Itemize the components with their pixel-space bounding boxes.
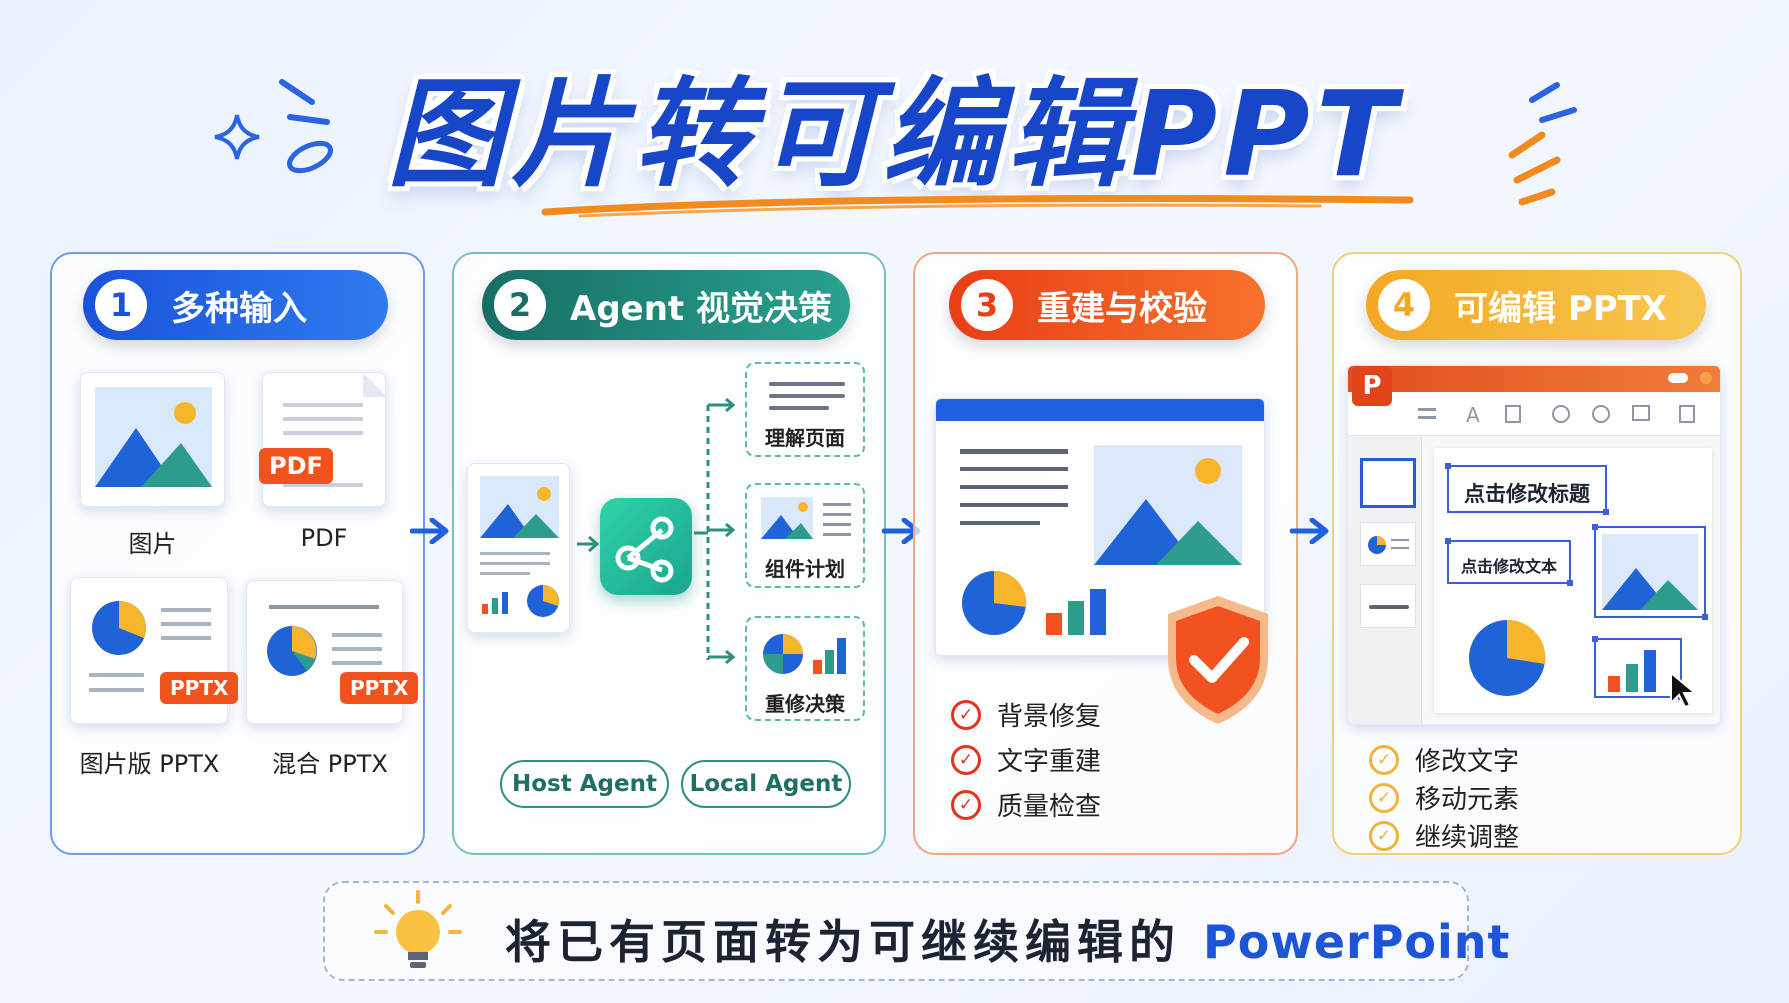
window-dot-icon[interactable]: [1700, 372, 1712, 384]
task-component-label: 组件计划: [765, 557, 845, 581]
powerpoint-logo-icon: P: [1352, 366, 1392, 406]
branch-connector: [694, 397, 736, 665]
slide-thumb[interactable]: [1360, 522, 1416, 566]
page-thumbnail-card: [467, 463, 570, 633]
sparkle-icon: [214, 114, 260, 160]
task-rework-decision: 重修决策: [745, 616, 865, 721]
check-label: 继续调整: [1415, 823, 1520, 853]
check-circle-icon: ✓: [951, 789, 981, 820]
image-icon: [761, 497, 851, 539]
check-text-rebuild: ✓ 文字重建: [951, 741, 1101, 778]
step-1-label: 多种输入: [171, 288, 307, 329]
arrow-right-icon: [410, 518, 449, 544]
check-circle-icon: ✓: [951, 744, 981, 775]
task-rework-label: 重修决策: [765, 692, 845, 716]
svg-text:A: A: [1466, 403, 1480, 427]
step-4-number: 4: [1378, 279, 1430, 331]
footer-text: 将已有页面转为可继续编辑的 PowerPoint: [505, 906, 1511, 972]
image-icon: [95, 387, 212, 487]
check-label: 文字重建: [997, 747, 1102, 777]
ribbon-toolbar: A: [1418, 403, 1695, 427]
pdf-input-label: PDF: [300, 524, 348, 552]
mixed-pptx-tag: PPTX: [340, 672, 419, 704]
image-input-card: [80, 372, 225, 507]
step-3-number: 3: [961, 279, 1013, 331]
mixed-pptx-label: 混合 PPTX: [272, 750, 388, 778]
bar-chart-icon: [1608, 650, 1656, 692]
step-2-label: Agent 视觉决策: [570, 288, 833, 329]
rebuilt-slide-preview: [960, 445, 1242, 635]
slide-thumb[interactable]: [1360, 584, 1416, 628]
swoosh-left-icon: [279, 79, 333, 174]
check-move-elements: ✓ 移动元素: [1369, 779, 1519, 816]
pie-chart-icon: [89, 601, 211, 692]
check-edit-text: ✓ 修改文字: [1369, 741, 1519, 778]
image-input-label: 图片: [128, 530, 177, 558]
editable-text-box[interactable]: 点击修改文本: [1445, 538, 1573, 586]
check-quality: ✓ 质量检查: [951, 786, 1101, 823]
check-label: 修改文字: [1415, 747, 1520, 777]
check-label: 质量检查: [997, 792, 1102, 822]
check-circle-icon: ✓: [1369, 820, 1399, 851]
check-label: 背景修复: [997, 702, 1102, 732]
check-background-repair: ✓ 背景修复: [951, 696, 1101, 733]
window-toggle-icon[interactable]: [1668, 373, 1688, 383]
check-label: 移动元素: [1415, 785, 1520, 815]
step-4-label: 可编辑 PPTX: [1454, 288, 1668, 329]
swoosh-right-icon: [1508, 82, 1577, 206]
image-icon: [1602, 534, 1698, 610]
pie-chart-icon: [267, 605, 382, 676]
pie-chart-icon: [1368, 536, 1409, 554]
image-pptx-tag: PPTX: [160, 672, 239, 704]
agent-node-icon: [600, 498, 692, 595]
pdf-tag: PDF: [259, 448, 333, 484]
footer-main-text: 将已有页面转为可继续编辑的: [505, 915, 1181, 969]
shield-check-icon: [1168, 596, 1268, 724]
arrow-right-icon: [1290, 518, 1329, 544]
step-1-pill: 1 多种输入: [83, 270, 388, 340]
step-3-label: 重建与校验: [1037, 288, 1207, 329]
cursor-icon: [1670, 670, 1698, 709]
step-4-pill: 4 可编辑 PPTX: [1366, 270, 1706, 340]
pie-chart-icon[interactable]: [1467, 618, 1547, 698]
step-2-pill: 2 Agent 视觉决策: [482, 270, 850, 340]
step-1-panel: [50, 252, 425, 855]
editable-title-box[interactable]: 点击修改标题: [1445, 463, 1609, 515]
editable-image-box[interactable]: [1592, 524, 1708, 620]
step-1-number: 1: [95, 279, 147, 331]
footer-banner: [323, 881, 1469, 981]
local-agent-badge: Local Agent: [681, 760, 851, 808]
footer-highlight-text: PowerPoint: [1203, 915, 1511, 969]
chart-icon: [763, 634, 846, 674]
editable-title-text[interactable]: 点击修改标题: [1464, 482, 1590, 506]
image-pptx-label: 图片版 PPTX: [79, 750, 220, 778]
lightbulb-icon: [374, 890, 462, 968]
slide-sidebar: [1348, 436, 1422, 724]
step-2-number: 2: [494, 279, 546, 331]
share-nodes-icon: [615, 516, 674, 583]
host-agent-badge: Host Agent: [500, 760, 669, 808]
page-title: 图片转可编辑PPT: [386, 65, 1403, 203]
document-icon: [283, 373, 387, 487]
title-underline-stroke: [541, 195, 1414, 218]
pdf-input-card: [262, 372, 387, 507]
editable-chart-box[interactable]: [1592, 636, 1684, 700]
slide-thumb-active[interactable]: [1360, 458, 1416, 508]
editable-body-text[interactable]: 点击修改文本: [1460, 557, 1557, 576]
check-continue-adjust: ✓ 继续调整: [1369, 817, 1519, 854]
task-understand-label: 理解页面: [765, 426, 845, 450]
check-circle-icon: ✓: [1369, 782, 1399, 813]
image-pptx-card: [70, 577, 228, 724]
check-circle-icon: ✓: [1369, 744, 1399, 775]
check-circle-icon: ✓: [951, 699, 981, 730]
page-thumbnail-icon: [480, 476, 559, 617]
step-3-pill: 3 重建与校验: [949, 270, 1265, 340]
task-understand-page: 理解页面: [745, 362, 865, 457]
task-component-plan: 组件计划: [745, 483, 865, 588]
arrow-right-icon: [577, 535, 600, 553]
